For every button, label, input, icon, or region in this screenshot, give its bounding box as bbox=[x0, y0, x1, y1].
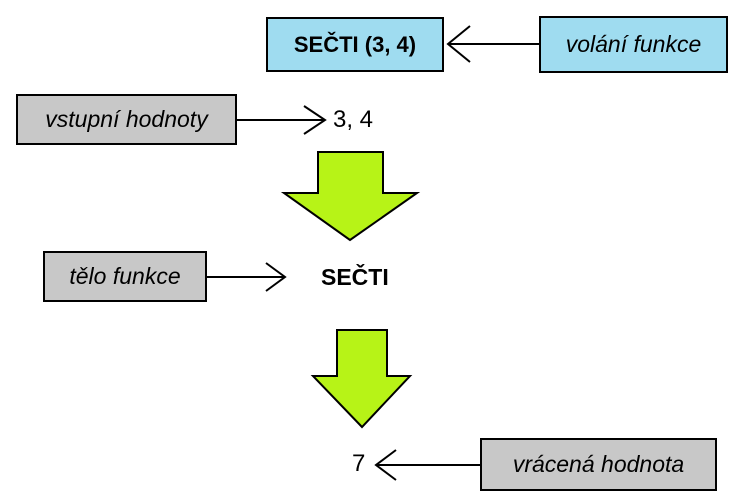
body-note: tělo funkce bbox=[43, 251, 207, 302]
input-values: 3, 4 bbox=[333, 106, 374, 133]
arrow-call-note-to-call bbox=[446, 25, 539, 63]
function-call-box: SEČTI (3, 4) bbox=[266, 17, 444, 72]
arrow-inputs-note-to-values bbox=[237, 105, 327, 135]
body-note-label: tělo funkce bbox=[69, 263, 181, 289]
inputs-note-label: vstupní hodnoty bbox=[45, 106, 208, 132]
output-note-label: vrácená hodnota bbox=[512, 451, 685, 477]
function-call-label: SEČTI (3, 4) bbox=[293, 31, 417, 57]
flow-arrow-down-1 bbox=[280, 151, 421, 242]
function-call-note: volání funkce bbox=[539, 16, 728, 73]
inputs-note: vstupní hodnoty bbox=[16, 94, 237, 145]
arrow-output-note-to-value bbox=[374, 449, 480, 481]
function-call-note-label: volání funkce bbox=[565, 31, 702, 57]
output-note: vrácená hodnota bbox=[480, 438, 717, 491]
return-value: 7 bbox=[352, 450, 366, 477]
flow-arrow-down-2 bbox=[310, 329, 413, 429]
arrow-body-note-to-body bbox=[207, 262, 287, 292]
function-body-name: SEČTI bbox=[321, 264, 389, 290]
